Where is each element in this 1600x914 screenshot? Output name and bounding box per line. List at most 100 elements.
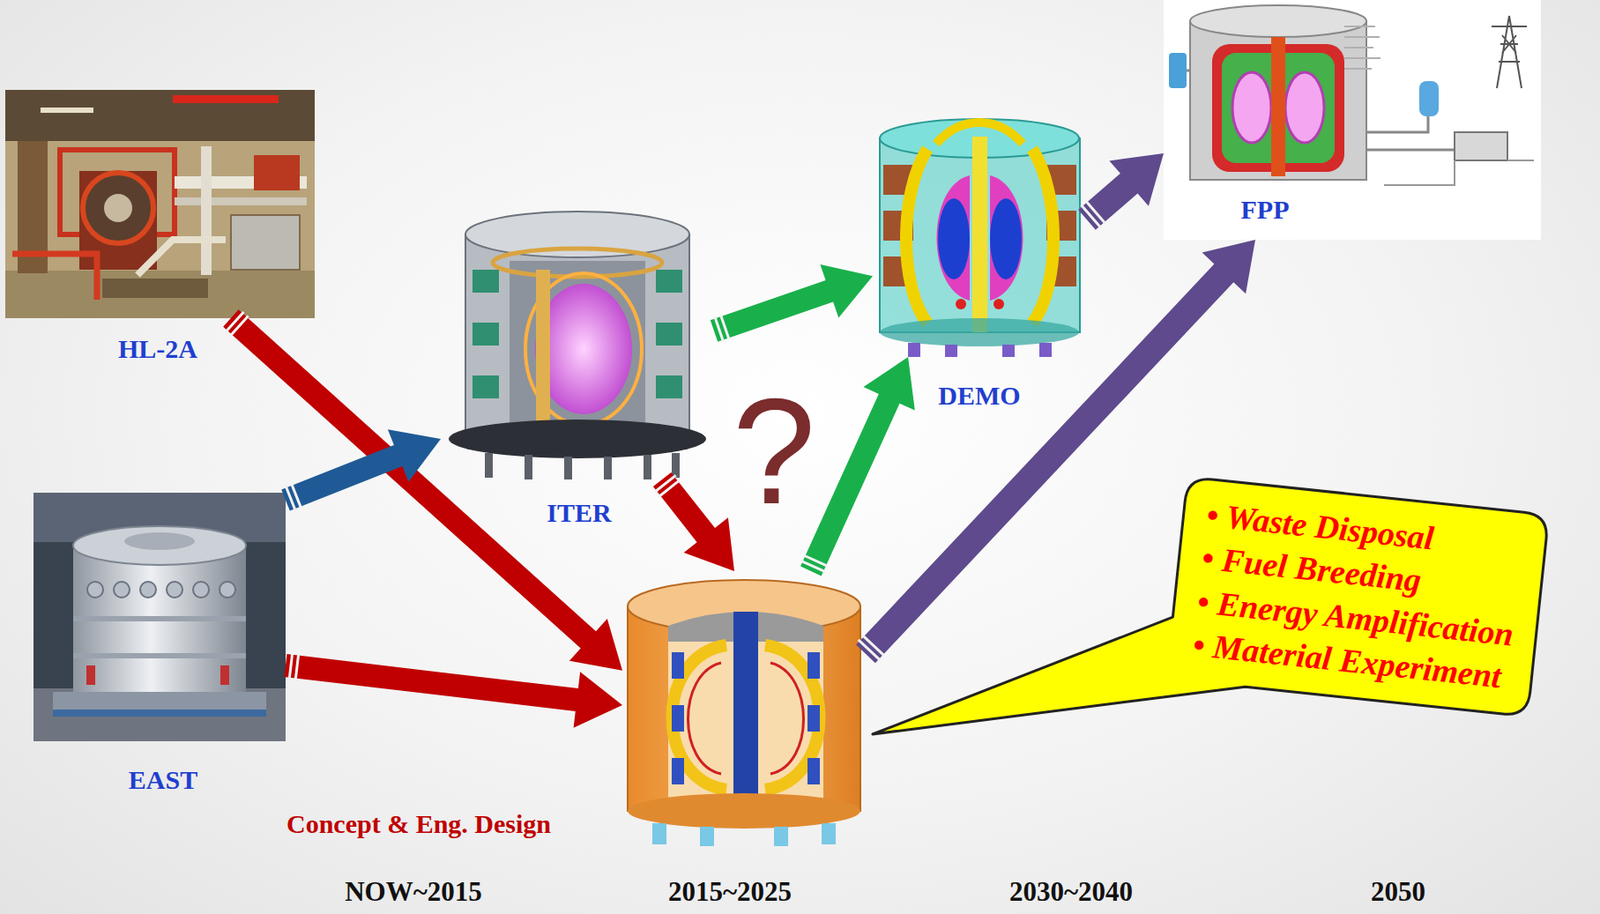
demo-cutaway — [945, 344, 958, 358]
node-label: FPP — [1237, 194, 1294, 226]
demo-cutaway — [906, 148, 928, 324]
hl2a-photo — [5, 89, 315, 319]
concept-device-cutaway — [699, 826, 715, 847]
demo-cutaway — [1002, 344, 1015, 358]
concept-device-cutaway — [773, 826, 789, 847]
arrow-tail-stripe — [654, 475, 677, 492]
east-photo — [86, 665, 96, 685]
iter-cutaway — [484, 453, 493, 478]
hl2a-photo — [172, 95, 279, 104]
hl2a-photo — [5, 89, 315, 142]
node-label: ITER — [546, 498, 611, 529]
arrow-tail-stripe — [230, 316, 249, 336]
block-arrow — [281, 429, 441, 511]
iter-cutaway — [472, 269, 499, 293]
iter-cutaway — [448, 211, 707, 480]
iter-cutaway — [655, 375, 683, 399]
east-photo — [33, 492, 286, 742]
iter-cutaway — [671, 453, 680, 478]
concept-device-cutaway — [807, 705, 820, 732]
arrow-tail-stripe — [1086, 200, 1106, 224]
block-arrow — [1078, 153, 1164, 231]
iter-cutaway — [655, 269, 683, 293]
block-arrow — [284, 653, 624, 729]
hl2a-photo — [137, 239, 226, 276]
east-photo — [33, 492, 286, 742]
fpp-plant — [1186, 70, 1455, 150]
concept-device-cutaway — [733, 611, 759, 810]
demo-cutaway — [989, 198, 1022, 280]
fpp-plant — [1285, 72, 1325, 143]
iter-cutaway — [472, 322, 499, 346]
fpp-plant — [1168, 52, 1187, 89]
block-arrow — [800, 357, 916, 576]
fpp-plant — [1384, 160, 1534, 186]
demo-cutaway — [1032, 148, 1054, 324]
demo-cutaway — [1039, 342, 1052, 358]
iter-cutaway — [603, 456, 612, 480]
block-arrow — [1078, 153, 1164, 231]
timeline-label: 2030~2040 — [1009, 876, 1133, 908]
node-label: DEMO — [937, 380, 1020, 412]
iter-cutaway — [524, 454, 533, 480]
concept-device-cutaway — [671, 652, 685, 679]
east-photo — [73, 616, 246, 622]
demo-cutaway — [879, 318, 1080, 347]
east-photo — [193, 581, 209, 598]
arrow-tail-stripe — [225, 312, 244, 332]
hl2a-photo — [174, 197, 307, 206]
block-arrow — [710, 264, 873, 343]
hl2a-photo — [200, 146, 212, 276]
iter-cutaway — [535, 269, 551, 422]
node-label: Concept & Eng. Design — [286, 809, 551, 841]
concept-device-cutaway — [807, 652, 820, 679]
concept-device-cutaway — [770, 662, 804, 774]
east-photo — [113, 581, 130, 598]
east-photo — [140, 581, 157, 598]
east-photo — [73, 545, 246, 694]
hl2a-photo — [82, 172, 154, 244]
device-node: FPP — [1163, 0, 1541, 240]
hl2a-photo — [230, 215, 300, 270]
arrow-tail-stripe — [863, 635, 886, 656]
east-photo — [52, 692, 267, 710]
block-arrow — [653, 472, 735, 572]
hl2a-photo — [102, 278, 209, 298]
block-arrow — [281, 429, 441, 511]
block-arrow — [800, 357, 916, 576]
block-arrow — [223, 309, 623, 670]
fpp-plant — [1163, 0, 1541, 240]
east-photo — [220, 665, 230, 685]
iter-cutaway — [509, 260, 646, 429]
fpp-plant — [1163, 0, 1541, 240]
demo-cutaway — [972, 136, 988, 333]
iter-cutaway — [655, 322, 683, 346]
hl2a-photo — [40, 107, 94, 113]
hl2a-photo — [253, 155, 300, 191]
fpp-plant — [1271, 37, 1286, 177]
demo-cutaway — [955, 298, 967, 310]
node-label: EAST — [128, 765, 198, 797]
timeline-label: 2050 — [1370, 876, 1426, 908]
fpp-plant — [1419, 81, 1439, 117]
concept-device-cutaway — [688, 662, 722, 774]
block-arrow — [710, 264, 873, 343]
iter-cutaway — [564, 456, 573, 480]
concept-device-cutaway — [652, 823, 667, 845]
concept-device-cutaway — [627, 606, 861, 812]
concept-device-cutaway — [821, 823, 836, 845]
fpp-plant — [1344, 26, 1381, 69]
timeline-label: NOW~2015 — [344, 876, 483, 908]
concept-device-cutaway — [671, 705, 685, 732]
demo-cutaway — [907, 342, 921, 358]
fpp-plant — [1190, 21, 1367, 180]
east-photo — [166, 581, 183, 598]
concept-device-cutaway — [627, 580, 861, 847]
arrow-tail-stripe — [291, 483, 302, 509]
demo-cutaway — [993, 298, 1005, 310]
demo-cutaway — [937, 198, 970, 280]
arrow-tail-stripe — [289, 653, 293, 680]
hl2a-photo — [104, 193, 133, 223]
fpp-plant — [1190, 5, 1367, 38]
demo-cutaway — [937, 175, 971, 301]
